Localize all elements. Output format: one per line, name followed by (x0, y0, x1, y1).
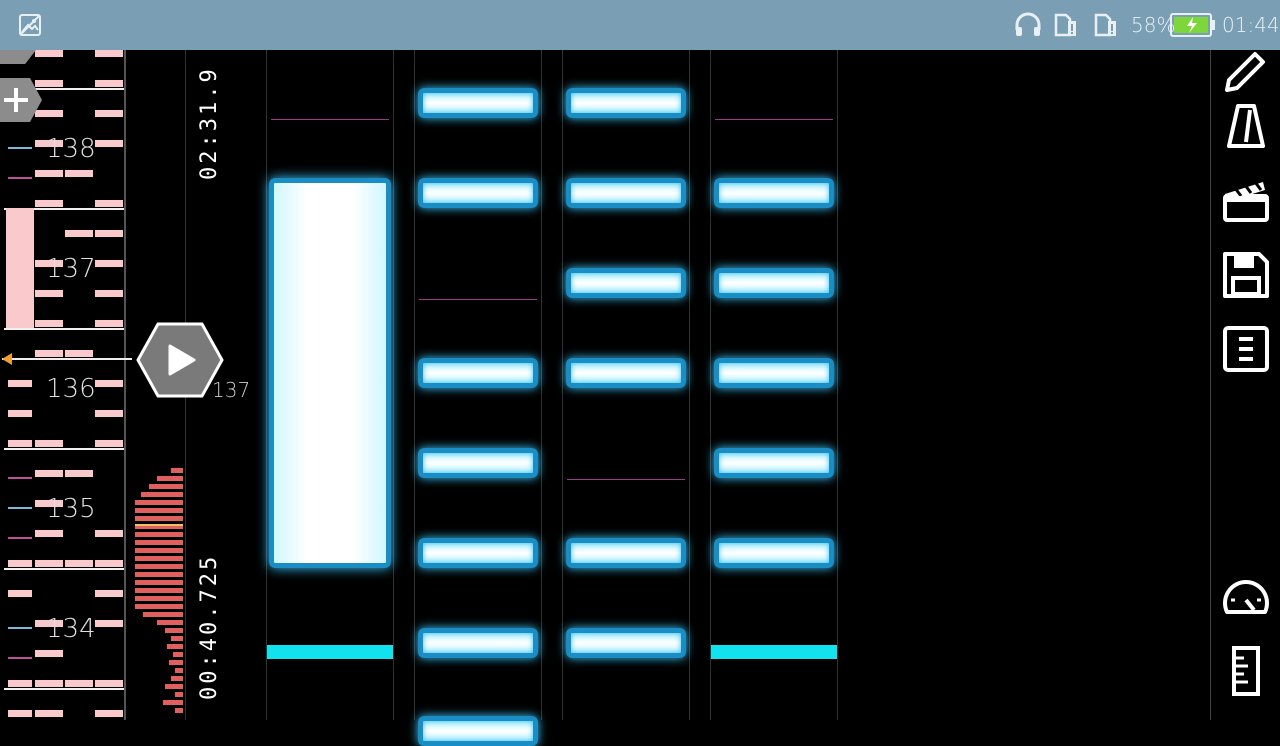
battery-percent: 58% (1131, 13, 1176, 37)
metronome-icon[interactable] (1221, 102, 1271, 152)
sim-warning-icon (1053, 12, 1079, 42)
add-measure-button[interactable] (0, 76, 44, 124)
ruler-icon[interactable] (1221, 646, 1271, 696)
lane-4[interactable] (710, 50, 838, 720)
tap-note[interactable] (714, 448, 834, 478)
clock: 01:44 (1222, 13, 1280, 37)
tap-note[interactable] (566, 358, 686, 388)
tap-note[interactable] (418, 628, 538, 658)
pencil-icon[interactable] (1221, 42, 1271, 92)
document-icon[interactable] (1221, 324, 1271, 374)
current-beat: 137 (212, 378, 251, 402)
tap-note[interactable] (566, 538, 686, 568)
save-icon[interactable] (1221, 250, 1271, 300)
image-icon (18, 13, 42, 41)
tap-note[interactable] (418, 178, 538, 208)
tap-note[interactable] (566, 268, 686, 298)
scroll-up-tab[interactable] (0, 50, 36, 64)
tap-note[interactable] (418, 716, 538, 746)
sim-warning-icon (1093, 12, 1119, 42)
playhead-line (2, 358, 132, 360)
measure-label: 138 (46, 134, 96, 164)
tap-note[interactable] (714, 268, 834, 298)
speedometer-icon[interactable] (1221, 572, 1271, 622)
editor-toolbar (1210, 50, 1280, 720)
lane-3[interactable] (562, 50, 690, 720)
flick-note[interactable] (711, 645, 837, 659)
tap-note[interactable] (714, 538, 834, 568)
tap-note[interactable] (714, 358, 834, 388)
measure-strip[interactable]: 138 137 136 135 134 (0, 50, 135, 720)
tap-note[interactable] (566, 178, 686, 208)
battery-charging-icon (1170, 13, 1216, 41)
measure-label: 136 (46, 374, 96, 404)
tap-note[interactable] (566, 628, 686, 658)
measure-label: 135 (46, 494, 96, 524)
headphones-icon (1014, 12, 1042, 42)
measure-label: 134 (46, 614, 96, 644)
play-button[interactable] (136, 322, 224, 398)
hold-note[interactable] (269, 178, 391, 568)
tap-note[interactable] (418, 358, 538, 388)
elapsed-time: 00:40.725 (197, 553, 222, 700)
tap-note[interactable] (714, 178, 834, 208)
flick-note[interactable] (267, 645, 393, 659)
tap-note[interactable] (418, 88, 538, 118)
measure-label: 137 (46, 254, 96, 284)
lane-1[interactable] (266, 50, 394, 720)
tap-note[interactable] (418, 538, 538, 568)
playhead-marker[interactable] (2, 353, 12, 365)
lane-2[interactable] (414, 50, 542, 746)
current-time: 02:31.9 (197, 66, 222, 180)
status-bar: 58% 01:44 (0, 0, 1280, 50)
tap-note[interactable] (566, 88, 686, 118)
clapperboard-icon[interactable] (1221, 176, 1271, 226)
play-icon (168, 344, 196, 376)
tap-note[interactable] (418, 448, 538, 478)
